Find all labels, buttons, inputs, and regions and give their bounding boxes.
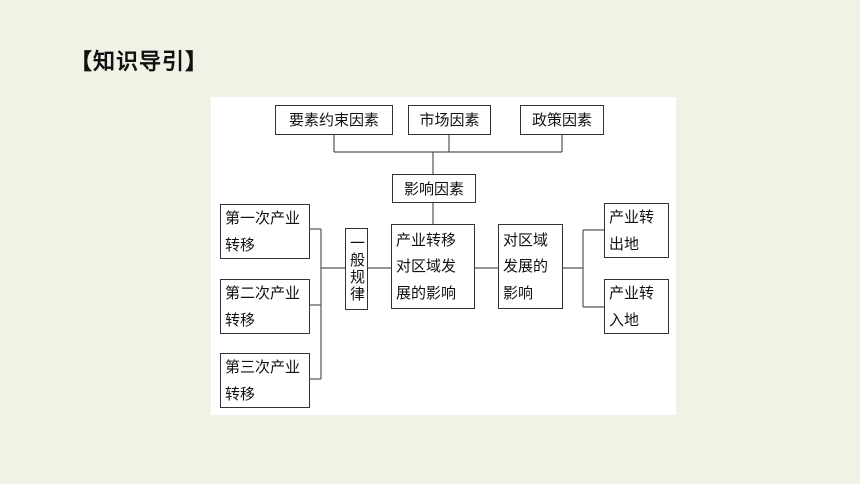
impact-target-box: 对区域发展的影响 <box>498 224 563 309</box>
factor-box-policy: 政策因素 <box>520 105 604 135</box>
factor-box-resource-constraint: 要素约束因素 <box>275 105 393 135</box>
transfer-box-second: 第二次产业转移 <box>220 279 310 334</box>
outcome-box-origin: 产业转出地 <box>604 203 669 258</box>
influence-factors-box: 影响因素 <box>392 174 476 203</box>
factor-box-market: 市场因素 <box>408 105 491 135</box>
connector-lines <box>310 135 604 380</box>
impact-on-region-box: 产业转移对区域发展的影响 <box>391 224 475 309</box>
transfer-box-first: 第一次产业转移 <box>220 204 310 259</box>
knowledge-diagram: 要素约束因素 市场因素 政策因素 影响因素 第一次产业转移 第二次产业转移 第三… <box>211 97 676 415</box>
section-heading: 【知识导引】 <box>70 50 209 75</box>
outcome-box-destination: 产业转入地 <box>604 279 669 334</box>
transfer-box-third: 第三次产业转移 <box>220 353 310 408</box>
general-rules-box: 一般规律 <box>345 228 368 310</box>
